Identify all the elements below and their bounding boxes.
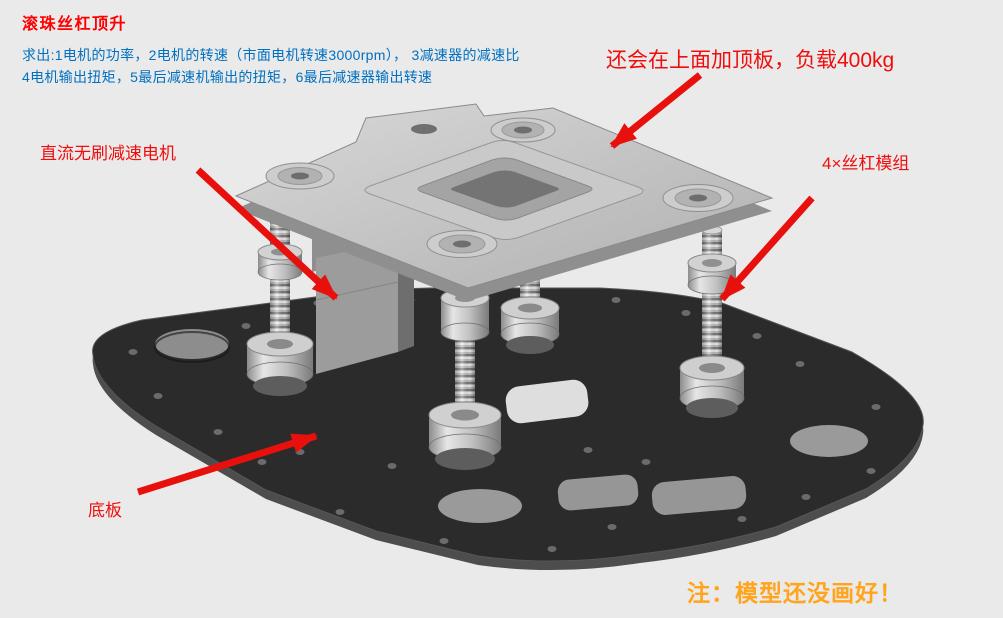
bearing-boss — [490, 117, 556, 143]
callout-screw-modules: 4×丝杠模组 — [822, 154, 910, 173]
base-hole — [155, 329, 229, 359]
bearing-boss — [662, 184, 734, 212]
callout-base-plate: 底板 — [88, 501, 122, 520]
arrow-motor — [195, 167, 339, 301]
base-cutout — [651, 476, 747, 515]
callout-motor: 直流无刷减速电机 — [40, 144, 176, 163]
arrow-top-plate — [609, 72, 703, 149]
requirements-line-2: 4电机输出扭矩，5最后减速机输出的扭矩，6最后减速器输出转速 — [22, 69, 433, 85]
callout-top-plate-load: 还会在上面加顶板，负载400kg — [606, 49, 895, 72]
arrow-screw-modules — [719, 195, 815, 302]
top-plate-hole — [411, 124, 437, 134]
callout-arrows — [136, 72, 815, 496]
base-hole — [790, 425, 868, 457]
base-plate — [92, 287, 924, 571]
top-plate — [235, 103, 773, 301]
arrow-base-plate — [136, 432, 318, 496]
bearing-boss — [426, 230, 498, 258]
footer-note: 注：模型还没画好！ — [687, 580, 903, 606]
bearing-boss — [265, 162, 335, 190]
screw-module-right — [679, 225, 745, 418]
requirements-line-1: 求出:1电机的功率，2电机的转速（市面电机转速3000rpm）， 3减速器的减速… — [22, 47, 520, 63]
base-hole — [438, 489, 522, 523]
page-title: 滚珠丝杠顶升 — [22, 16, 128, 33]
base-cutout — [505, 379, 589, 424]
screw-module-center — [428, 288, 502, 470]
base-cutout — [557, 474, 639, 511]
